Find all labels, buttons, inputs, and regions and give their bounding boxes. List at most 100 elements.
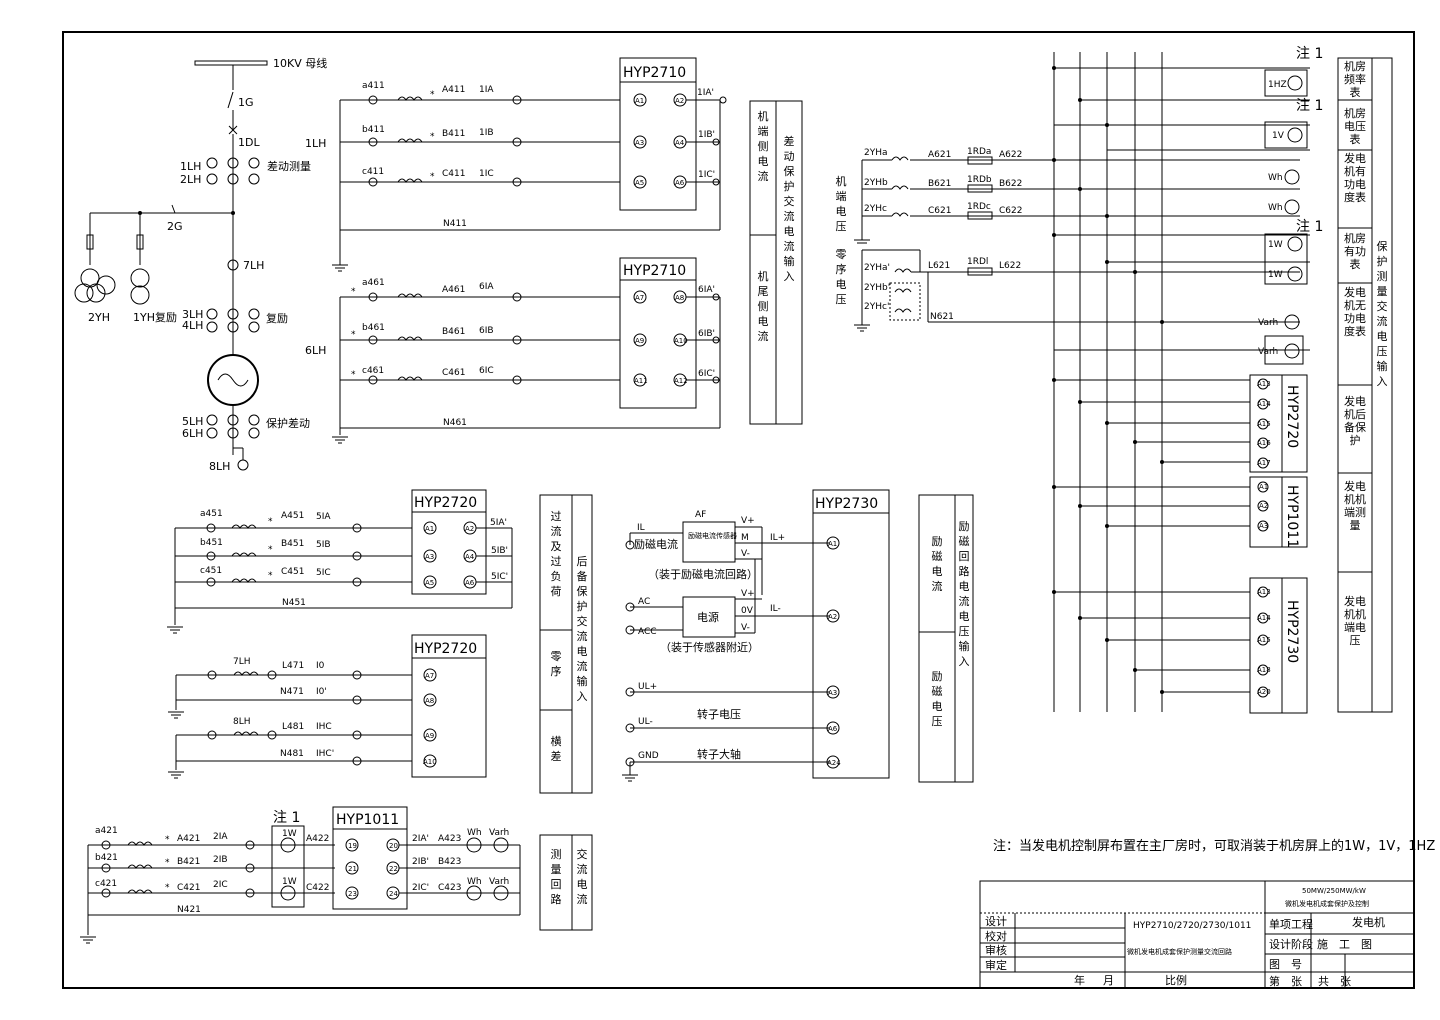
tag-c421: c421 (95, 879, 117, 889)
signal-ihc: IHC (316, 722, 332, 732)
box-backup-input: 过流及过负荷 零序 横差 后备保护交流电流输入 (539, 494, 593, 794)
pt1-function: 复励 (155, 310, 177, 324)
svg-text:A10: A10 (674, 337, 688, 345)
box-excitation-input: 励磁电流 励磁电压 励磁回路电流电压输入 (918, 494, 974, 783)
device-hyp2720-a (411, 489, 487, 595)
legend-item-4: 发电机无功电度表 (1344, 285, 1366, 338)
meter-box-1w (271, 825, 305, 908)
svg-text:A15: A15 (1257, 420, 1271, 428)
fuse-1rdc: 1RDc (967, 202, 991, 212)
switch-2g-label: 2G (167, 220, 183, 233)
tag-a461: a461 (362, 278, 385, 288)
tb-unit: 发电机 (1352, 915, 1385, 929)
svg-text:A15: A15 (1257, 636, 1271, 644)
return-6ib: 6IB' (698, 329, 715, 339)
pt-2yhc-open: 2YHc' (864, 302, 889, 312)
bus-bar (194, 60, 268, 66)
signal-5ia: 5IA (316, 512, 331, 522)
meas-box-right: 交流电流 (577, 847, 588, 906)
ct8-label: 8LH (209, 460, 230, 473)
wire-a451: A451 (281, 511, 304, 521)
wire-n621: N621 (930, 312, 954, 322)
right-legend: 机房频率表 机房电压表 发电机有功电度表 机房有功表 发电机无功电度表 发电机后… (1337, 57, 1393, 713)
exc-vplus2: V+ (741, 589, 755, 599)
tb-phase-value: 施 工 图 (1317, 938, 1372, 951)
device-hyp2710-b (619, 257, 697, 409)
meter-1w-b: 1W (1268, 270, 1283, 280)
svg-text:A24: A24 (827, 759, 841, 767)
svg-text:21: 21 (348, 865, 357, 873)
signal-2ic: 2IC (213, 880, 228, 890)
svg-text:A8: A8 (425, 697, 434, 705)
footnote: 注：当发电机控制屏布置在主厂房时，可取消装于机房屏上的1W，1V，1HZ (993, 838, 1435, 854)
legend-item-5: 发电机后备保护 (1344, 394, 1366, 447)
svg-text:24: 24 (389, 890, 398, 898)
wire-n481: N481 (280, 749, 304, 759)
svg-text:A20: A20 (1257, 688, 1271, 696)
svg-text:*: * (430, 172, 435, 182)
legend-item-6: 发电机机端测量 (1344, 479, 1366, 532)
tag-c411: c411 (362, 167, 384, 177)
ct8-zero-label: 8LH (233, 717, 251, 727)
signal-i0: I0 (316, 661, 325, 671)
svg-text:19: 19 (348, 842, 357, 850)
exc-sensor-note: （装于励磁电流回路） (648, 567, 758, 581)
tb-row-3: 审核 (985, 943, 1007, 957)
right-meters: 注 1 1HZ 注 1 1V Wh Wh 注 1 1W 1W Varh Varh… (1249, 46, 1323, 714)
svg-text:*: * (430, 90, 435, 100)
tag-a411: a411 (362, 81, 385, 91)
svg-text:22: 22 (389, 865, 398, 873)
meter-wh-2: Wh (1268, 203, 1283, 213)
phase-row-a411: a411 * A411 1IA (340, 81, 620, 105)
phase-row-c411: c411 * C411 1IC (340, 167, 620, 187)
wire-c451: C451 (281, 567, 304, 577)
return-6ia: 6IA' (698, 285, 715, 295)
pt-2yha: 2YHa (864, 148, 888, 158)
return-2ib: 2IB' (412, 857, 429, 867)
tb-fig-no: 图 号 (1269, 958, 1302, 971)
svg-text:A3: A3 (635, 139, 644, 147)
svg-text:A7: A7 (635, 294, 644, 302)
wire-b622: B622 (999, 179, 1022, 189)
svg-text:A3: A3 (828, 689, 837, 697)
neutral-n451: N451 (282, 598, 306, 608)
group-zero-seq: 7LH L471 I0 N471 I0' 8LH L481 IHC N481 I… (168, 634, 487, 779)
box-measurement: 测量回路 交流电流 (539, 834, 593, 931)
meter-varh-1: Varh (1258, 318, 1278, 328)
return-6ic: 6IC' (698, 369, 715, 379)
svg-text:A2: A2 (1259, 502, 1268, 510)
ct2-label: 2LH (180, 173, 201, 186)
svg-text:*: * (430, 132, 435, 142)
exc-sensor-box (682, 521, 736, 563)
meter-1v: 1V (1272, 131, 1285, 141)
svg-text:A3: A3 (425, 553, 434, 561)
svg-text:A8: A8 (675, 294, 684, 302)
wire-b411: B411 (442, 129, 465, 139)
tb-drawing-title: 微机发电机成套保护测量交流回路 (1127, 947, 1232, 956)
ct5-label: 5LH (182, 415, 203, 428)
svg-text:*: * (268, 545, 273, 555)
exc-psu-box (682, 596, 736, 638)
svg-text:A2: A2 (828, 613, 837, 621)
pt-2yha-open: 2YHa' (864, 263, 890, 273)
wire-l622: L622 (999, 261, 1021, 271)
exc-vminus2: V- (741, 623, 750, 633)
svg-text:A9: A9 (635, 337, 644, 345)
group-excitation: AF 励磁电流传感器 （装于励磁电流回路） IL 励磁电流 V+ M V- IL… (622, 489, 890, 782)
svg-text:A9: A9 (425, 732, 434, 740)
pt-side-label: 机端电压 (836, 174, 847, 233)
ct4-label: 4LH (182, 319, 203, 332)
wire-c411: C411 (442, 169, 465, 179)
group-5lh: a451 * A451 5IA b451 * B451 5IB c451 * C… (167, 489, 513, 634)
wire-c421: C421 (177, 883, 200, 893)
switch-1g-label: 1G (238, 96, 254, 109)
wire-a411: A411 (442, 85, 465, 95)
ct7-label: 7LH (243, 259, 264, 272)
exc-af: AF (695, 510, 706, 520)
exc-ilminus: IL- (770, 604, 781, 614)
tag-a421: a421 (95, 826, 118, 836)
pt-2yhc: 2YHc (864, 204, 887, 214)
signal-2ia: 2IA (213, 832, 228, 842)
device-hyp2710-a-label: HYP2710 (623, 65, 686, 81)
